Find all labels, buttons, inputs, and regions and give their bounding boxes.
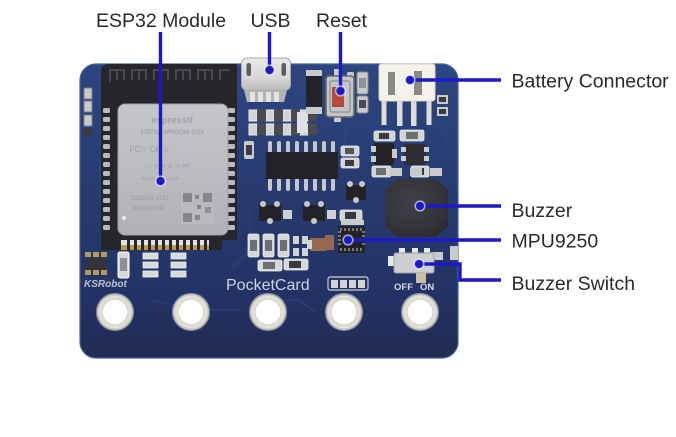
svg-text:⬚ ≡≡≡ ⊙ ⊙ ≡≡: ⬚ ≡≡≡ ⊙ ⊙ ≡≡	[146, 163, 189, 170]
svg-text:ON: ON	[420, 282, 434, 293]
svg-text:Battery Connector: Battery Connector	[512, 71, 670, 93]
svg-text:MPU9250: MPU9250	[512, 231, 599, 253]
svg-text:2282028 1132: 2282028 1132	[131, 196, 170, 202]
svg-text:USB: USB	[250, 10, 290, 32]
svg-text:ESP32-WROOM-32D: ESP32-WROOM-32D	[141, 129, 204, 136]
svg-text:KSRobot: KSRobot	[84, 279, 127, 290]
svg-text:Buzzer: Buzzer	[512, 200, 573, 222]
svg-text:Buzzer Switch: Buzzer Switch	[512, 273, 636, 295]
svg-text:Reset: Reset	[316, 10, 368, 32]
svg-text:PocketCard: PocketCard	[226, 277, 310, 294]
svg-text:B0BWJ0SA: B0BWJ0SA	[132, 206, 163, 212]
svg-text:OFF: OFF	[394, 282, 413, 293]
svg-text:espressif: espressif	[151, 115, 194, 126]
svg-text:FC☉ C€ ☺: FC☉ C€ ☺	[130, 145, 171, 154]
svg-text:ESP32 Module: ESP32 Module	[96, 10, 226, 32]
